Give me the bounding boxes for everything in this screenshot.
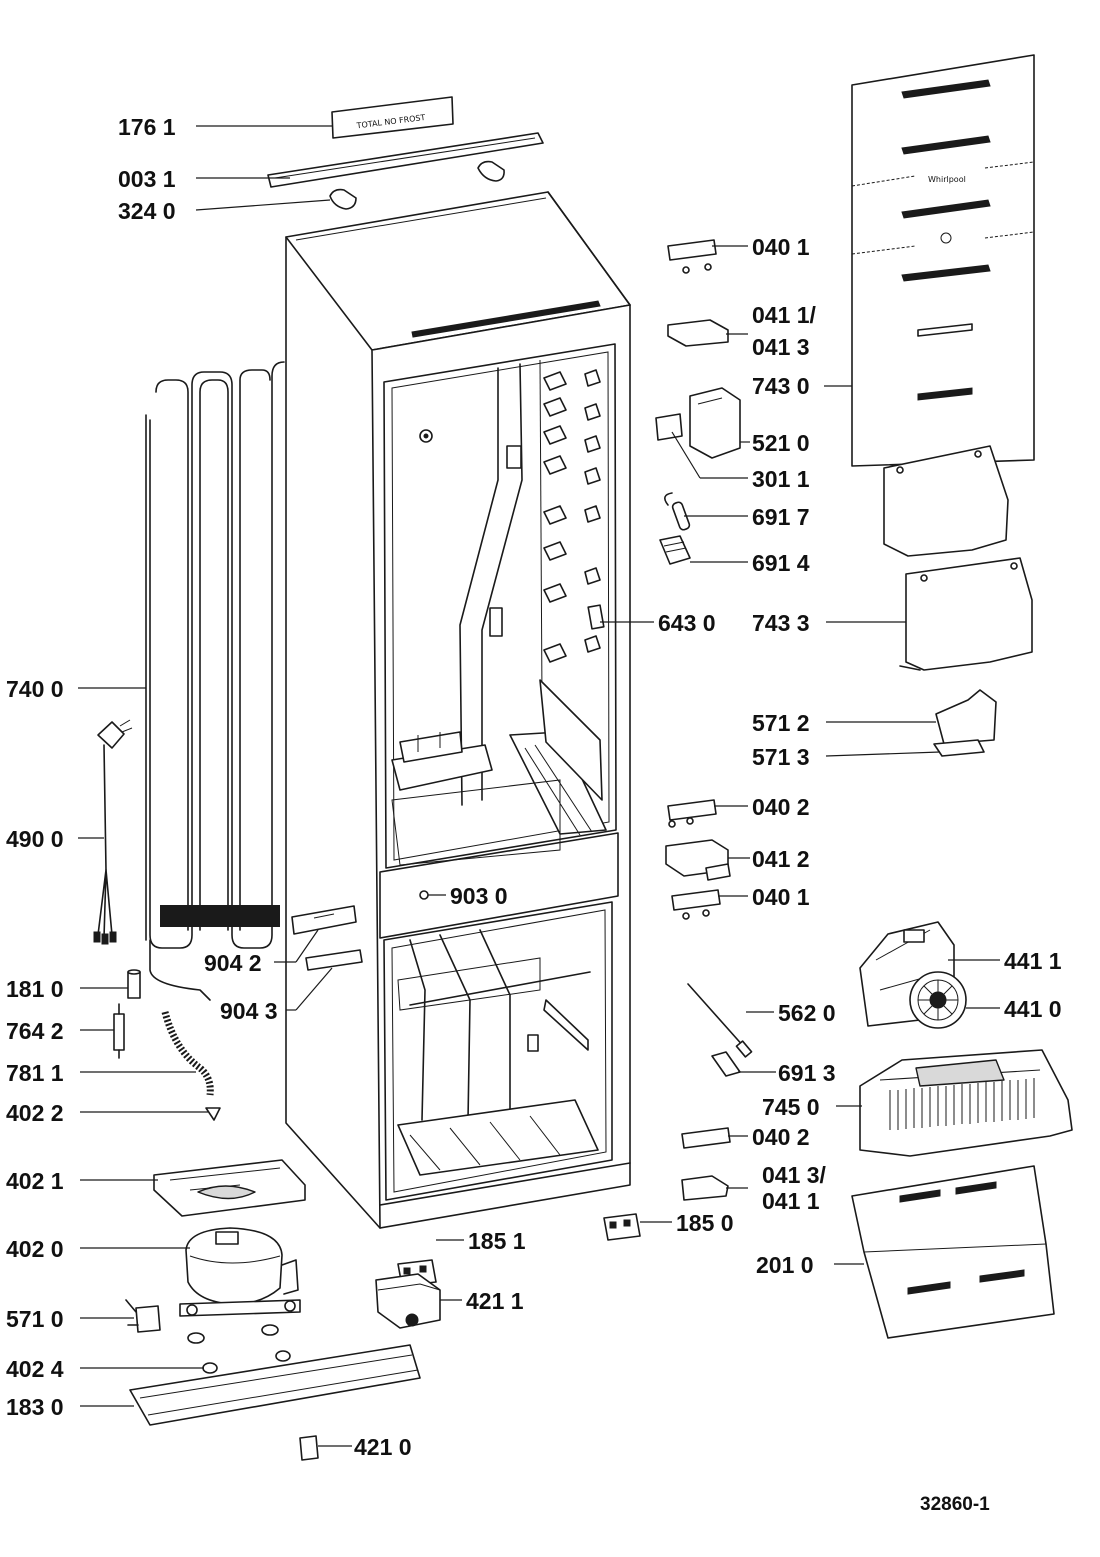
callout-301-1: 301 1 xyxy=(752,466,810,492)
callout-691-3: 691 3 xyxy=(778,1060,836,1086)
compressor-relay xyxy=(125,1299,161,1333)
callout-041-2: 041 2 xyxy=(752,846,810,872)
callout-643-0: 643 0 xyxy=(658,610,716,636)
total-no-frost-label-plate: TOTAL NO FROST xyxy=(331,96,454,139)
callout-904-3: 904 3 xyxy=(220,998,278,1024)
callout-781-1: 781 1 xyxy=(6,1060,64,1086)
hinge-cover-right xyxy=(603,1213,641,1241)
callout-691-7: 691 7 xyxy=(752,504,810,530)
hinge-571-3 xyxy=(933,739,985,757)
hinge-040-1-top xyxy=(667,239,717,274)
fan-motor xyxy=(909,971,967,1029)
lamp-part-691-3 xyxy=(711,1051,741,1077)
callout-185-0: 185 0 xyxy=(676,1210,734,1236)
top-hinge-cover xyxy=(329,188,357,210)
hinge-040-2 xyxy=(667,799,717,828)
callout-040-2-lower: 040 2 xyxy=(752,1124,810,1150)
hinge-040-2-lower xyxy=(681,1127,731,1149)
callout-labels: 176 1 003 1 324 0 040 1 041 1/ 041 3 743… xyxy=(6,114,1062,1460)
callout-041-1: 041 1/ xyxy=(752,302,817,328)
whirlpool-logo: Whirlpool xyxy=(928,175,966,184)
callout-903-0: 903 0 xyxy=(450,883,508,909)
shelf-bracket-904-2 xyxy=(291,905,357,935)
rubber-grommets xyxy=(187,1324,291,1374)
power-cord xyxy=(93,719,133,945)
callout-183-0: 183 0 xyxy=(6,1394,64,1420)
fridge-door-lower-cover xyxy=(883,445,1009,557)
callout-040-2-upper: 040 2 xyxy=(752,794,810,820)
callout-571-0: 571 0 xyxy=(6,1306,64,1332)
callout-402-1: 402 1 xyxy=(6,1168,64,1194)
callout-181-0: 181 0 xyxy=(6,976,64,1002)
light-bulb xyxy=(664,492,691,531)
control-box xyxy=(689,387,741,459)
condenser-coil xyxy=(145,361,285,1001)
filter-drier-cap xyxy=(127,969,141,999)
callout-402-2: 402 2 xyxy=(6,1100,64,1126)
leader-lines xyxy=(78,125,1000,1447)
callout-743-3: 743 3 xyxy=(752,610,810,636)
evaporator xyxy=(859,1049,1073,1157)
callout-176-1: 176 1 xyxy=(118,114,176,140)
callout-571-2: 571 2 xyxy=(752,710,810,736)
filter-drier xyxy=(113,1003,125,1059)
hinge-571-2 xyxy=(935,689,997,745)
door-bottom-743-3 xyxy=(899,557,1033,671)
drawing-number: 32860-1 xyxy=(920,1494,990,1515)
callout-041-3-lower: 041 3/ xyxy=(762,1162,827,1188)
callout-571-3: 571 3 xyxy=(752,744,810,770)
callout-441-1: 441 1 xyxy=(1004,948,1062,974)
callout-421-0: 421 0 xyxy=(354,1434,412,1460)
control-label-card xyxy=(655,413,683,441)
callout-041-3: 041 3 xyxy=(752,334,810,360)
callout-040-1-top: 040 1 xyxy=(752,234,810,260)
callout-421-1: 421 1 xyxy=(466,1288,524,1314)
freezer-interior xyxy=(397,929,599,1176)
hinge-040-1-mid xyxy=(671,889,721,920)
damper-motor xyxy=(375,1273,441,1329)
hinge-041-2 xyxy=(665,839,731,881)
callout-003-1: 003 1 xyxy=(118,166,176,192)
hinge-041-3-lower xyxy=(681,1175,729,1201)
shelf-bracket-904-3 xyxy=(305,949,363,971)
callout-745-0: 745 0 xyxy=(762,1094,820,1120)
refrigerator-cabinet xyxy=(285,191,631,1229)
callout-740-0: 740 0 xyxy=(6,676,64,702)
drain-hose xyxy=(161,1011,214,1096)
compressor xyxy=(179,1227,301,1317)
fridge-door: Whirlpool xyxy=(851,54,1035,467)
callout-562-0: 562 0 xyxy=(778,1000,836,1026)
callout-040-1-mid: 040 1 xyxy=(752,884,810,910)
light-cover xyxy=(659,535,691,565)
callout-402-0: 402 0 xyxy=(6,1236,64,1262)
compressor-base-plate xyxy=(129,1344,421,1426)
evaporation-tray xyxy=(153,1159,306,1217)
valve-part xyxy=(299,1435,319,1461)
callout-041-1-lower: 041 1 xyxy=(762,1188,820,1214)
callout-185-1: 185 1 xyxy=(468,1228,526,1254)
drain-funnel xyxy=(205,1107,221,1121)
callout-490-0: 490 0 xyxy=(6,826,64,852)
evaporator-cover xyxy=(851,1165,1055,1339)
top-trim-profile xyxy=(267,132,544,188)
hinge-041-1-top xyxy=(667,319,729,347)
callout-402-4: 402 4 xyxy=(6,1356,64,1382)
callout-201-0: 201 0 xyxy=(756,1252,814,1278)
callout-691-4: 691 4 xyxy=(752,550,810,576)
callout-743-0: 743 0 xyxy=(752,373,810,399)
callout-324-0: 324 0 xyxy=(118,198,176,224)
callout-521-0: 521 0 xyxy=(752,430,810,456)
callout-764-2: 764 2 xyxy=(6,1018,64,1044)
sensor-probe xyxy=(687,983,753,1058)
fridge-interior xyxy=(391,359,607,866)
callout-904-2: 904 2 xyxy=(204,950,262,976)
callout-441-0: 441 0 xyxy=(1004,996,1062,1022)
